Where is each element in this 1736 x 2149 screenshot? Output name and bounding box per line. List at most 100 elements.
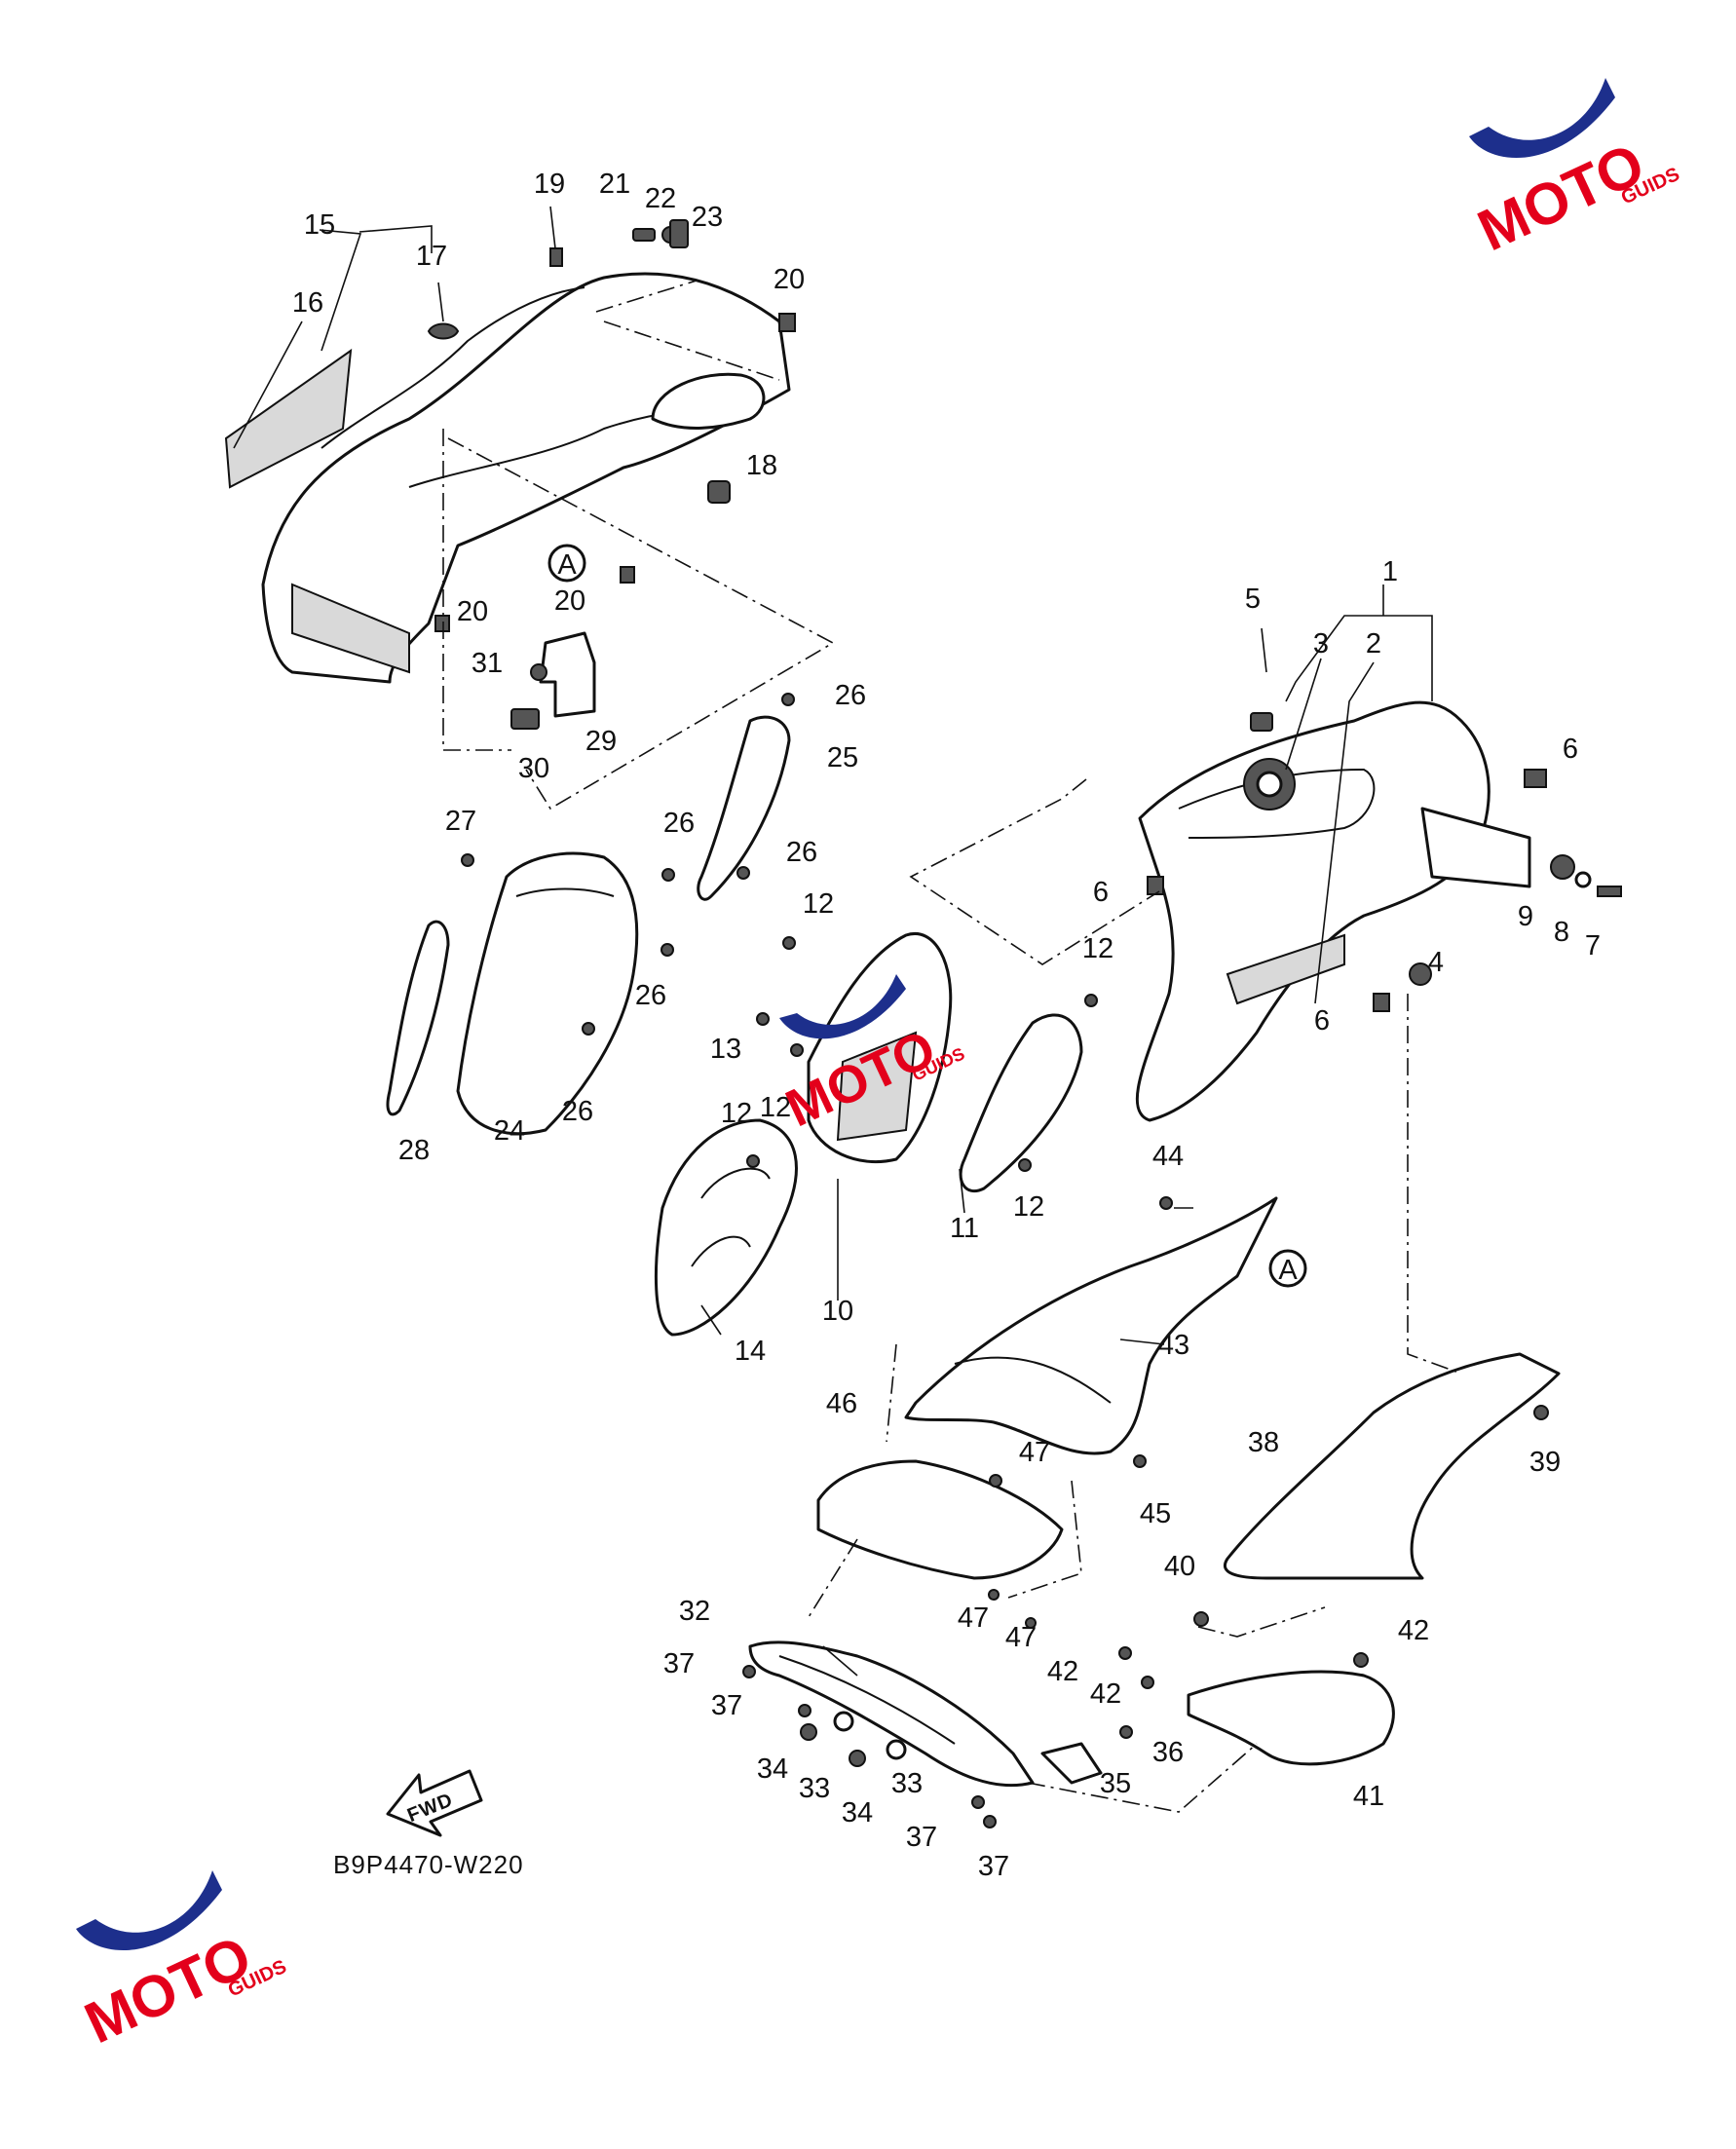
callout-c28: 28	[398, 1135, 430, 1166]
callout-c34b: 34	[842, 1797, 873, 1829]
bracket-35	[1040, 1742, 1103, 1785]
callout-c3: 3	[1313, 628, 1329, 660]
callout-c37b: 37	[711, 1690, 742, 1721]
callout-c4: 4	[1428, 947, 1444, 978]
reference-A-markers: A A	[547, 544, 1307, 1288]
callout-c15: 15	[304, 209, 335, 241]
callout-c47b: 47	[958, 1602, 989, 1634]
grille-14	[654, 1118, 798, 1337]
watermark-logo-bottom-left: MOTO GUIDS	[75, 1870, 290, 2055]
callout-c11: 11	[950, 1213, 979, 1244]
callout-c8: 8	[1554, 917, 1569, 948]
fwd-arrow-icon	[386, 1769, 483, 1837]
callout-c6a: 6	[1563, 734, 1578, 765]
callout-c46: 46	[826, 1388, 857, 1419]
ref-A-circle-bottom	[1268, 1249, 1307, 1288]
callout-c41: 41	[1353, 1781, 1384, 1812]
callout-c30: 30	[518, 753, 549, 784]
callout-c25: 25	[827, 742, 858, 773]
callout-c5: 5	[1245, 584, 1261, 615]
callout-c21: 21	[599, 169, 630, 200]
side-cover-24	[456, 851, 639, 1136]
side-cowling-43	[904, 1196, 1278, 1455]
windscreen-16	[224, 348, 353, 489]
side-cowling-38	[1224, 1352, 1561, 1580]
callout-c33a: 33	[799, 1773, 830, 1804]
callout-c36: 36	[1152, 1737, 1184, 1768]
callout-c38: 38	[1248, 1427, 1279, 1458]
callout-c19: 19	[534, 169, 565, 200]
callout-c27: 27	[445, 806, 476, 837]
callout-c45: 45	[1140, 1498, 1171, 1529]
callout-c22: 22	[645, 183, 676, 214]
cowling-hardware	[434, 219, 796, 730]
ref-A-bottom: A	[1278, 1255, 1298, 1286]
callout-c37c: 37	[906, 1822, 937, 1853]
callout-c32: 32	[679, 1596, 710, 1627]
callout-c31: 31	[472, 648, 503, 679]
callout-c18: 18	[746, 450, 777, 481]
panel-11	[959, 1013, 1083, 1193]
callout-c34a: 34	[757, 1753, 788, 1785]
swoosh-icon	[76, 1870, 222, 1951]
callout-c39: 39	[1529, 1447, 1561, 1478]
callout-c2: 2	[1366, 628, 1381, 660]
callout-c20a: 20	[774, 264, 805, 295]
front-cowling-assembly	[224, 272, 791, 684]
callout-c24: 24	[494, 1115, 525, 1147]
callout-c40: 40	[1164, 1551, 1195, 1582]
leader-lines	[233, 206, 1433, 1677]
swoosh-icon	[1469, 78, 1615, 159]
assembly-lines	[442, 280, 1462, 1813]
air-duct-assembly	[654, 932, 1083, 1337]
callout-c17: 17	[416, 241, 447, 272]
callout-c6b: 6	[1093, 877, 1109, 908]
callout-c42a: 42	[1398, 1615, 1429, 1646]
callout-c12a: 12	[803, 888, 834, 920]
ref-A-circle-top	[547, 544, 586, 583]
callout-c14: 14	[735, 1336, 766, 1367]
callout-c12d: 12	[721, 1098, 752, 1129]
callout-c26d: 26	[635, 980, 666, 1011]
swoosh-icon	[779, 974, 906, 1039]
callout-c7: 7	[1585, 930, 1601, 961]
callout-c47c: 47	[1005, 1622, 1037, 1653]
headlight-mount	[651, 372, 766, 430]
callout-labels: 1234566678910111212121212131415161718192…	[292, 169, 1601, 1882]
fwd-arrow: FWD	[386, 1769, 483, 1837]
under-cover-46	[816, 1459, 1064, 1580]
lower-cowlings	[748, 1196, 1561, 1788]
callout-c37d: 37	[978, 1851, 1009, 1882]
callout-c10: 10	[822, 1296, 853, 1327]
grommet-17	[427, 322, 460, 340]
callout-c20b: 20	[554, 585, 585, 617]
panel-25	[697, 715, 791, 901]
bracket-29	[539, 631, 596, 718]
callout-c26e: 26	[562, 1096, 593, 1127]
watermark-logo-top-right: MOTO GUIDS	[1468, 78, 1683, 263]
callout-c16: 16	[292, 287, 323, 319]
panel-28	[386, 920, 450, 1116]
side-panels	[386, 715, 791, 1136]
diagram-code: B9P4470-W220	[333, 1850, 524, 1879]
callout-c42b: 42	[1047, 1656, 1078, 1687]
callout-c44: 44	[1152, 1141, 1184, 1172]
callout-c12b: 12	[1082, 933, 1113, 964]
callout-c13: 13	[710, 1034, 741, 1065]
callout-c26b: 26	[786, 837, 817, 868]
callout-c23: 23	[692, 202, 723, 233]
callout-c12e: 12	[1013, 1191, 1044, 1223]
callout-c42c: 42	[1090, 1678, 1121, 1710]
callout-c1: 1	[1382, 556, 1398, 587]
lower-cowling-32	[748, 1640, 1035, 1788]
callout-c6c: 6	[1314, 1005, 1330, 1037]
callout-c12c: 12	[760, 1092, 791, 1123]
callout-c43: 43	[1158, 1330, 1189, 1361]
callout-c35: 35	[1100, 1768, 1131, 1799]
fasteners	[461, 693, 1549, 1829]
callout-c9: 9	[1518, 901, 1533, 932]
callout-c47a: 47	[1019, 1437, 1050, 1468]
tank-cover-assembly	[1135, 700, 1622, 1122]
callout-c26a: 26	[835, 680, 866, 711]
